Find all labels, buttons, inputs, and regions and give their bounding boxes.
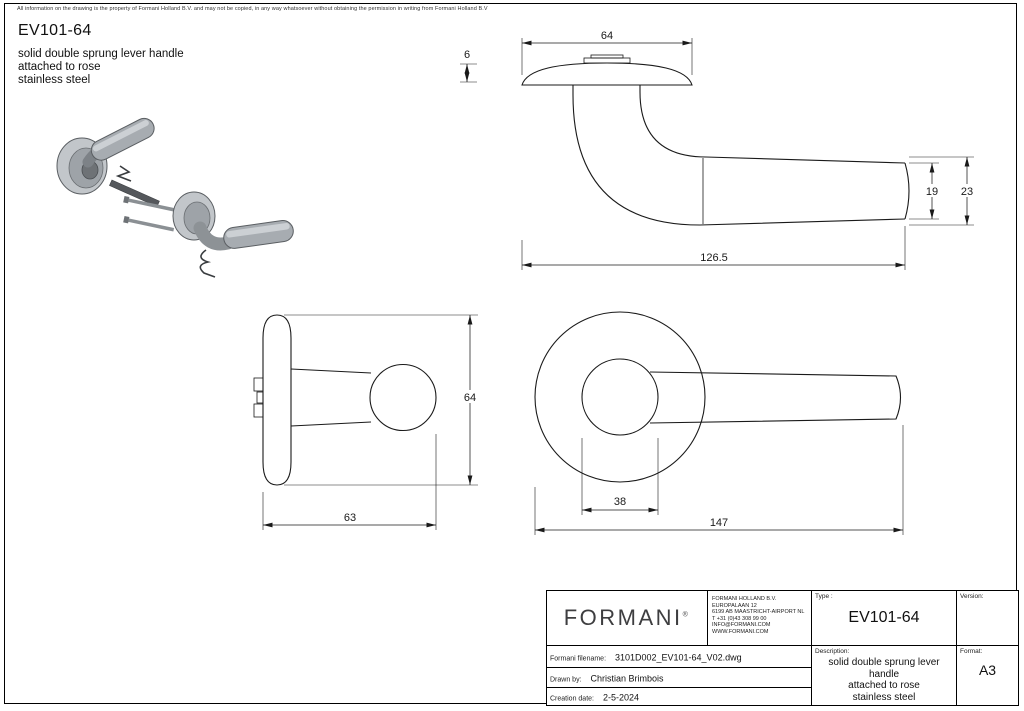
brand-logo-cell: FORMANI® xyxy=(547,591,708,646)
dimension-label: 126.5 xyxy=(700,252,728,264)
neck-circle xyxy=(581,358,659,436)
spring-clip-3d xyxy=(199,249,216,278)
dimension-label: 19 xyxy=(926,186,938,198)
format-value: A3 xyxy=(978,662,997,678)
description-text: solid double sprung lever handle attache… xyxy=(828,657,940,703)
dimension-neck-diameter: 38 xyxy=(581,438,659,515)
product-code: EV101-64 xyxy=(18,22,92,39)
type-cell: Type : EV101-64 xyxy=(812,591,957,646)
formani-logo: FORMANI® xyxy=(563,605,691,630)
format-label: Format: xyxy=(960,648,983,655)
lever-front-outline xyxy=(649,371,902,424)
spindle-detail xyxy=(590,54,624,59)
version-label: Version: xyxy=(960,593,984,600)
grip-end-circle xyxy=(369,363,437,432)
version-cell: Version: xyxy=(957,591,1018,646)
view-side-elevation: 64 6 19 23 xyxy=(460,30,976,270)
dimension-label: 23 xyxy=(961,186,973,198)
lever-outline-bottom xyxy=(572,85,906,226)
product-description: solid double sprung lever handle attache… xyxy=(18,48,184,87)
type-value: EV101-64 xyxy=(848,609,920,626)
mounting-detail xyxy=(253,377,264,392)
copyright-disclaimer: All information on the drawing is the pr… xyxy=(17,6,488,12)
lever-3d-front xyxy=(223,220,294,249)
rose-outline xyxy=(521,62,693,86)
dimension-projection: 126.5 xyxy=(521,226,906,270)
dimension-rose-height: 6 xyxy=(460,49,477,83)
title-block: FORMANI® FORMANI HOLLAND B.V. EUROPALAAN… xyxy=(546,590,1019,706)
dimension-label: 64 xyxy=(464,392,476,404)
spring-clip-3d xyxy=(115,165,132,182)
dimension-rose-diameter-vertical: 64 xyxy=(284,314,479,486)
filename-value: 3101D002_EV101-64_V02.dwg xyxy=(614,651,742,662)
dimension-label: 38 xyxy=(614,496,626,508)
exploded-view-illustration xyxy=(56,117,294,278)
dimension-tip-diameter: 19 xyxy=(909,162,941,220)
view-profile: 64 63 xyxy=(253,314,479,530)
creation-date-value: 2-5-2024 xyxy=(602,691,639,702)
dimension-depth: 63 xyxy=(262,434,437,530)
creation-date-cell: Creation date: 2-5-2024 xyxy=(547,688,812,705)
mounting-detail xyxy=(253,403,264,418)
dimension-label: 147 xyxy=(710,517,728,529)
view-front: 38 147 xyxy=(534,311,904,535)
description-label: Description: xyxy=(815,648,850,655)
dimension-label: 63 xyxy=(344,512,356,524)
neck-bottom xyxy=(290,421,372,427)
registered-mark: ® xyxy=(682,611,691,619)
dimension-label: 64 xyxy=(601,30,613,42)
screw-3d xyxy=(123,195,175,212)
type-label: Type : xyxy=(815,593,833,600)
creation-date-label: Creation date: xyxy=(550,694,594,702)
spindle-detail xyxy=(583,57,631,64)
drawn-by-value: Christian Brimbois xyxy=(590,672,664,683)
dimension-total-length: 147 xyxy=(534,425,904,535)
rose-profile-outline xyxy=(262,314,292,486)
drawn-by-label: Drawn by: xyxy=(550,675,582,683)
description-line: attached to rose xyxy=(18,61,101,73)
filename-label: Formani filename: xyxy=(550,654,607,662)
description-cell: Description: solid double sprung lever h… xyxy=(812,646,957,705)
format-cell: Format: A3 xyxy=(957,646,1018,705)
lever-tip xyxy=(904,162,910,220)
spindle-3d xyxy=(109,179,160,208)
filename-cell: Formani filename: 3101D002_EV101-64_V02.… xyxy=(547,646,812,668)
description-line: stainless steel xyxy=(18,74,91,86)
lever-3d-back xyxy=(90,117,155,161)
neck-top xyxy=(290,368,372,374)
dimension-grip-diameter: 23 xyxy=(909,156,976,226)
drawing-header: EV101-64 solid double sprung lever handl… xyxy=(18,22,184,87)
lever-outline-top xyxy=(639,85,906,164)
rose-front-circle xyxy=(534,311,706,483)
screw-3d xyxy=(123,215,175,232)
drawn-by-cell: Drawn by: Christian Brimbois xyxy=(547,668,812,688)
dimension-label: 6 xyxy=(464,49,470,61)
dimension-rose-width: 64 xyxy=(521,30,693,75)
company-address: FORMANI HOLLAND B.V. EUROPALAAN 12 6199 … xyxy=(708,591,812,646)
mounting-detail xyxy=(256,391,264,404)
description-line: solid double sprung lever handle xyxy=(18,48,184,60)
